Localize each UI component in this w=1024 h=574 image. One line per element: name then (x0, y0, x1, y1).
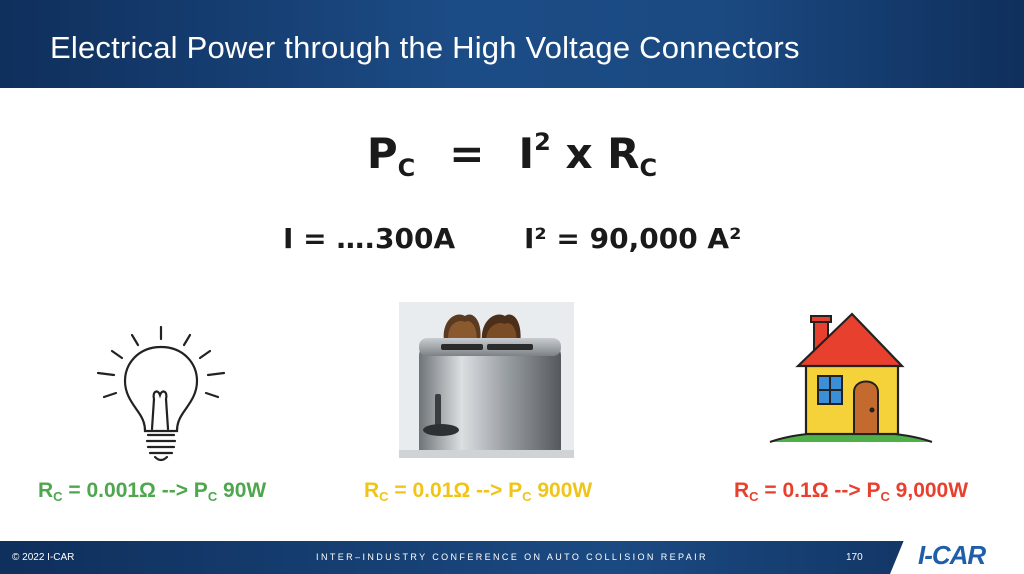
caption-bulb-p-sub: C (207, 489, 218, 504)
conference-text: INTER–INDUSTRY CONFERENCE ON AUTO COLLIS… (316, 552, 708, 562)
current-squared-value: I² = 90,000 A² (524, 222, 742, 255)
formula-times-r: x R (565, 129, 640, 178)
caption-house: RC = 0.1Ω --> PC 9,000W (734, 479, 968, 504)
formula-p-sub: C (397, 154, 416, 182)
caption-bulb-r-value: = 0.001Ω --> P (62, 479, 208, 502)
slide-title: Electrical Power through the High Voltag… (50, 30, 800, 65)
caption-house-p-sub: C (880, 489, 890, 504)
formula-i-sup: 2 (534, 128, 551, 156)
house-icon (769, 312, 933, 443)
caption-toaster-p-value: 900W (531, 479, 593, 502)
caption-bulb-p-value: 90W (217, 479, 267, 502)
caption-house-r-sub: C (749, 489, 759, 504)
caption-house-r-value: = 0.1Ω --> P (758, 479, 881, 502)
caption-house-r: R (734, 479, 750, 502)
power-formula: PC=I2 x RC (0, 128, 1024, 182)
caption-toaster: RC = 0.01Ω --> PC 900W (364, 479, 592, 504)
copyright-text: © 2022 I-CAR (12, 552, 75, 563)
caption-bulb: RC = 0.001Ω --> PC 90W (38, 479, 266, 504)
caption-bulb-r-sub: C (53, 489, 63, 504)
toaster-icon (399, 302, 574, 458)
formula-r-sub: C (639, 154, 658, 182)
caption-bulb-r: R (38, 479, 54, 502)
formula-p: P (366, 129, 398, 178)
caption-house-p-value: 9,000W (889, 479, 969, 502)
slide-footer: © 2022 I-CAR INTER–INDUSTRY CONFERENCE O… (0, 541, 1024, 574)
light-bulb-icon (96, 325, 226, 462)
formula-i: I (518, 129, 535, 178)
formula-equals: = (449, 129, 485, 178)
slide-header: Electrical Power through the High Voltag… (0, 0, 1024, 88)
current-value: I = ….300A (283, 222, 456, 255)
icar-logo: I-CAR (918, 540, 986, 570)
caption-toaster-r: R (364, 479, 380, 502)
caption-toaster-p-sub: C (522, 489, 532, 504)
logo-background (890, 535, 1024, 574)
page-number: 170 (846, 552, 863, 563)
caption-toaster-r-value: = 0.01Ω --> P (388, 479, 523, 502)
caption-toaster-r-sub: C (379, 489, 389, 504)
